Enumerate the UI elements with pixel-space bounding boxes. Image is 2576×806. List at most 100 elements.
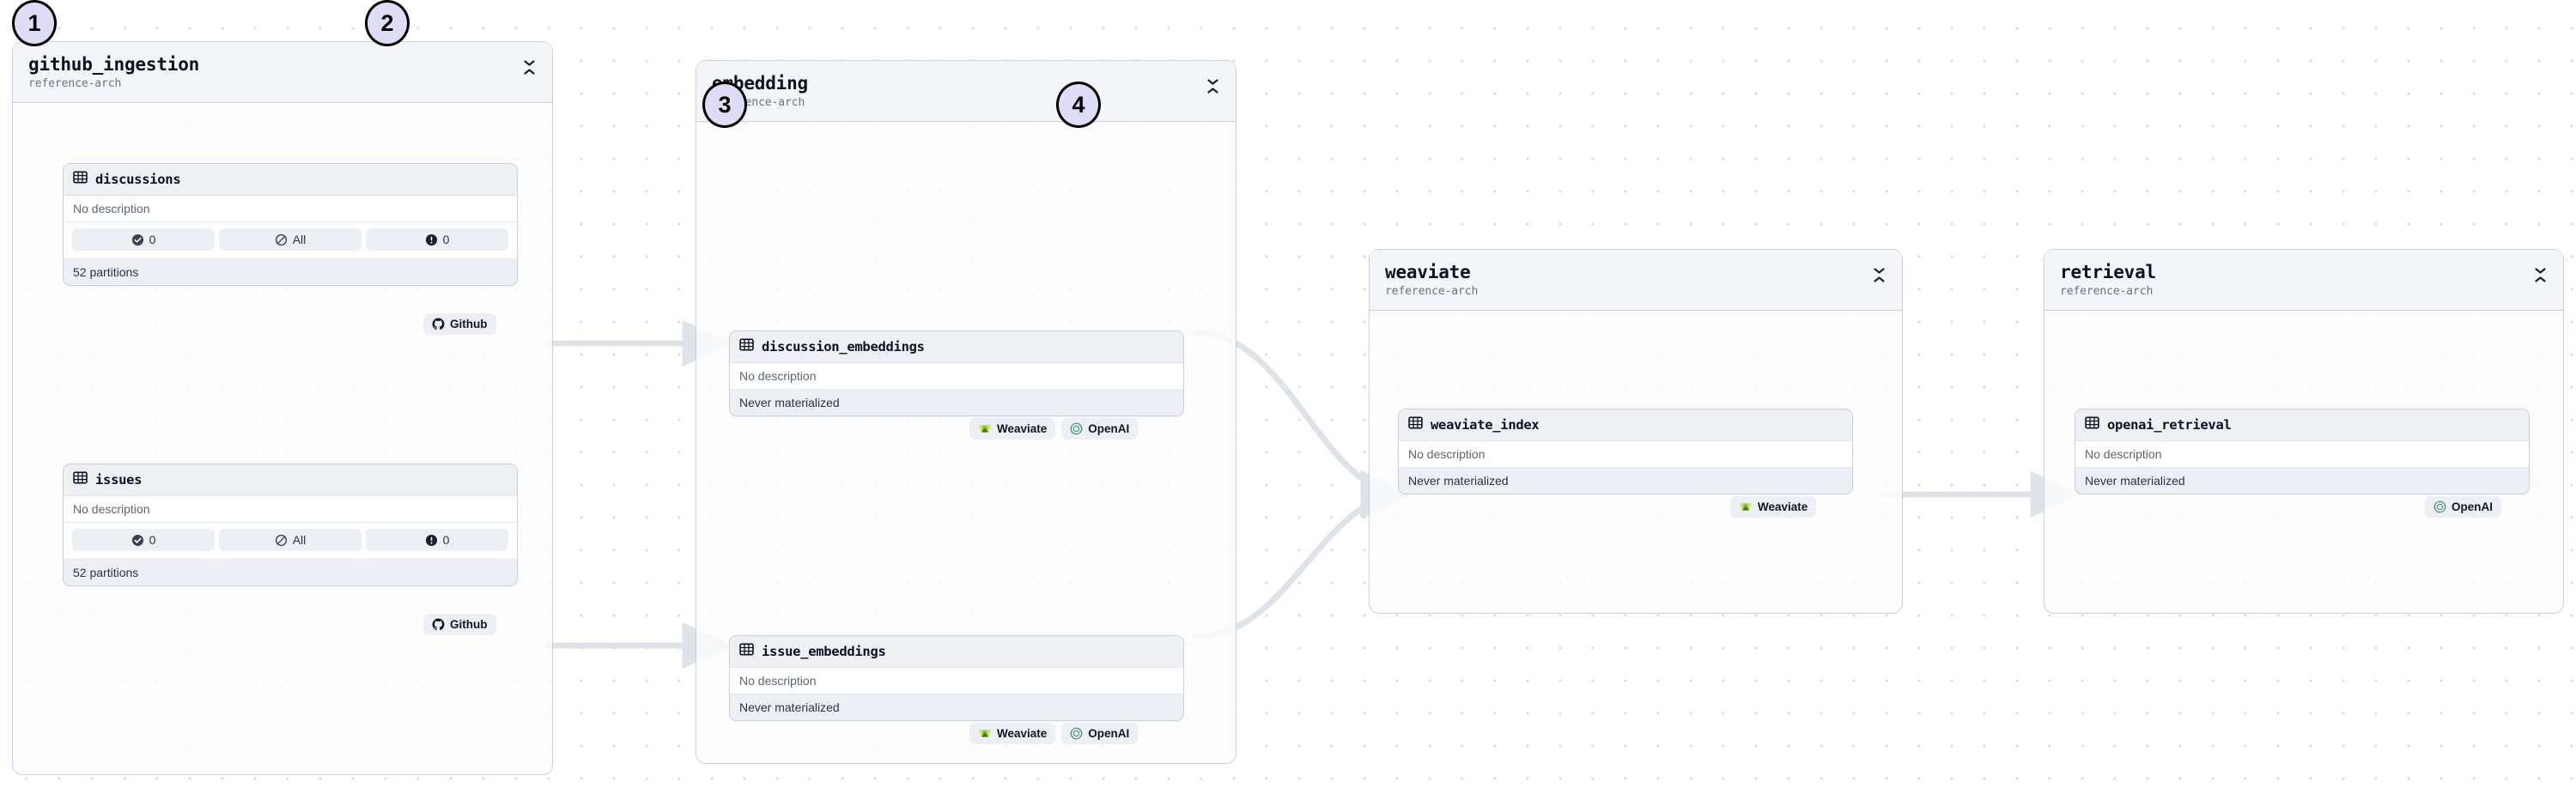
tag-label: Weaviate: [997, 727, 1048, 741]
asset-card-issue-embeddings[interactable]: issue_embeddings No description Never ma…: [729, 635, 1184, 722]
openai-icon: [1070, 727, 1083, 740]
weaviate-icon: [978, 422, 992, 435]
asset-header: discussions: [64, 164, 517, 197]
alert-circle-icon: [425, 233, 438, 246]
asset-name: discussion_embeddings: [762, 339, 925, 355]
tag-label: OpenAI: [1088, 422, 1130, 436]
group-header-retrieval[interactable]: retrieval reference-arch: [2044, 250, 2563, 312]
eye-off-icon: [275, 233, 288, 246]
group-retrieval[interactable]: retrieval reference-arch openai_retrieva…: [2044, 249, 2564, 614]
badge-label: 0: [442, 233, 450, 247]
annotation-marker-2: 2: [365, 0, 410, 46]
asset-header: weaviate_index: [1399, 409, 1852, 442]
asset-description: No description: [64, 196, 517, 223]
tag-label: Github: [450, 618, 488, 632]
collapse-vertical-icon[interactable]: [1203, 75, 1222, 97]
table-icon: [2085, 415, 2099, 434]
badge-missing-count[interactable]: All: [219, 228, 361, 251]
asset-header: discussion_embeddings: [730, 331, 1183, 364]
badge-materialized-count[interactable]: 0: [72, 529, 215, 552]
tag-label: Weaviate: [1758, 500, 1808, 514]
tag-openai[interactable]: OpenAI: [2425, 496, 2502, 518]
tag-openai[interactable]: OpenAI: [1061, 723, 1139, 745]
badge-label: 0: [149, 533, 156, 548]
tag-weaviate[interactable]: Weaviate: [1730, 496, 1817, 518]
annotation-marker-1: 1: [12, 0, 57, 46]
badge-materialized-count[interactable]: 0: [72, 228, 215, 251]
asset-header: openai_retrieval: [2075, 409, 2529, 442]
asset-description: No description: [2075, 441, 2529, 469]
group-header-embedding[interactable]: embedding reference-arch: [696, 61, 1236, 123]
asset-card-openai-retrieval[interactable]: openai_retrieval No description Never ma…: [2075, 409, 2530, 495]
group-title: github_ingestion: [28, 54, 200, 75]
group-subtitle: reference-arch: [1385, 285, 1479, 299]
asset-tags-issue-embeddings: Weaviate OpenAI: [969, 723, 1139, 745]
tag-weaviate[interactable]: Weaviate: [969, 418, 1056, 440]
group-weaviate[interactable]: weaviate reference-arch weaviate_index N…: [1369, 249, 1903, 614]
group-subtitle: reference-arch: [28, 77, 122, 91]
asset-status: Never materialized: [730, 694, 1183, 721]
group-body-github-ingestion: discussions No description 0 All: [13, 103, 552, 772]
asset-card-issues[interactable]: issues No description 0 All: [63, 464, 518, 587]
asset-description: No description: [730, 668, 1183, 695]
tag-github[interactable]: Github: [423, 313, 496, 336]
group-title: retrieval: [2060, 262, 2156, 282]
asset-card-discussions[interactable]: discussions No description 0 All: [63, 163, 518, 287]
collapse-vertical-icon[interactable]: [1869, 264, 1888, 286]
annotation-marker-3: 3: [702, 82, 747, 128]
asset-name: issues: [95, 472, 143, 488]
tag-github[interactable]: Github: [423, 614, 496, 636]
tag-label: Weaviate: [997, 422, 1048, 436]
asset-description: No description: [1399, 441, 1852, 469]
check-circle-icon: [131, 233, 144, 246]
github-icon: [432, 318, 445, 330]
github-icon: [432, 618, 445, 631]
badge-failed-count[interactable]: 0: [366, 228, 508, 251]
asset-tags-discussions: Github: [423, 313, 496, 336]
group-github-ingestion[interactable]: github_ingestion reference-arch discussi…: [12, 41, 553, 775]
asset-header: issues: [64, 464, 517, 497]
tag-openai[interactable]: OpenAI: [1061, 418, 1139, 440]
group-body-retrieval: openai_retrieval No description Never ma…: [2044, 311, 2563, 610]
group-body-weaviate: weaviate_index No description Never mate…: [1370, 311, 1902, 610]
badge-label: 0: [442, 533, 450, 548]
asset-name: discussions: [95, 172, 181, 188]
weaviate-icon: [978, 727, 992, 740]
asset-status: Never materialized: [730, 390, 1183, 416]
asset-name: weaviate_index: [1431, 417, 1540, 433]
group-header-weaviate[interactable]: weaviate reference-arch: [1370, 250, 1902, 312]
group-header-github-ingestion[interactable]: github_ingestion reference-arch: [13, 42, 552, 104]
asset-card-weaviate-index[interactable]: weaviate_index No description Never mate…: [1398, 409, 1853, 495]
badge-missing-count[interactable]: All: [219, 529, 361, 552]
badge-label: All: [292, 533, 307, 548]
openai-icon: [2433, 500, 2446, 513]
asset-description: No description: [730, 363, 1183, 391]
asset-tags-weaviate-index: Weaviate: [1730, 496, 1817, 518]
group-body-embedding: discussion_embeddings No description Nev…: [696, 122, 1236, 761]
asset-badge-row: 0 All 0: [64, 222, 517, 260]
badge-label: All: [292, 233, 307, 247]
asset-description: No description: [64, 496, 517, 524]
asset-header: issue_embeddings: [730, 636, 1183, 669]
table-icon: [739, 337, 754, 356]
table-icon: [1408, 415, 1423, 434]
collapse-vertical-icon[interactable]: [2530, 264, 2549, 286]
table-icon: [73, 470, 88, 489]
collapse-vertical-icon[interactable]: [519, 56, 538, 78]
asset-card-discussion-embeddings[interactable]: discussion_embeddings No description Nev…: [729, 330, 1184, 417]
asset-status: Never materialized: [2075, 468, 2529, 494]
asset-name: issue_embeddings: [762, 644, 886, 660]
tag-label: OpenAI: [2451, 500, 2494, 514]
tag-label: OpenAI: [1088, 727, 1130, 741]
annotation-marker-4: 4: [1056, 82, 1101, 128]
tag-weaviate[interactable]: Weaviate: [969, 723, 1056, 745]
tag-label: Github: [450, 318, 488, 331]
asset-tags-discussion-embeddings: Weaviate OpenAI: [969, 418, 1139, 440]
asset-badge-row: 0 All 0: [64, 523, 517, 561]
group-subtitle: reference-arch: [2060, 285, 2154, 299]
badge-failed-count[interactable]: 0: [366, 529, 508, 552]
group-embedding[interactable]: embedding reference-arch discussion_embe…: [696, 60, 1236, 764]
asset-name: openai_retrieval: [2107, 417, 2232, 433]
check-circle-icon: [131, 534, 144, 547]
